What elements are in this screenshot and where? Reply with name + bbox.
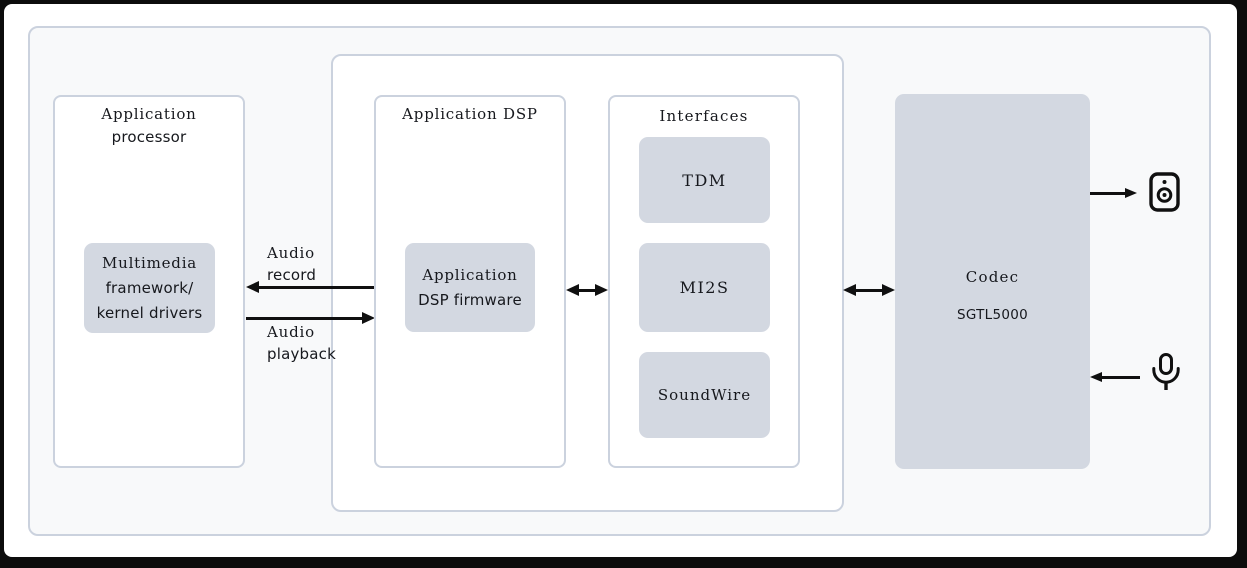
arrowhead-left (566, 283, 579, 296)
label-line: Audio (267, 323, 315, 341)
arrowhead-right (595, 283, 608, 296)
arrow-line (1101, 375, 1140, 379)
audio-playback-label: Audio playback (267, 321, 336, 365)
arrowhead-left (1090, 371, 1102, 382)
label-line: playback (267, 345, 337, 363)
arrowhead-right (362, 311, 375, 324)
speaker-icon (1149, 172, 1180, 212)
interface-label: SoundWire (657, 386, 752, 404)
title-line: Application (101, 105, 197, 123)
block-line: framework/ (105, 278, 194, 297)
arrowhead-left (246, 281, 259, 293)
arrowhead-right (1125, 187, 1137, 198)
microphone-icon (1152, 353, 1180, 390)
block-line: Application (422, 265, 518, 284)
codec-part-number: SGTL5000 (956, 307, 1029, 323)
arrow-line (246, 316, 363, 320)
interface-block-soundwire: SoundWire (639, 352, 770, 438)
audio-record-label: Audio record (267, 242, 316, 286)
dsp-firmware-block: Application DSP firmware (405, 243, 535, 332)
multimedia-framework-block: Multimedia framework/ kernel drivers (84, 243, 215, 333)
interface-label: TDM (682, 170, 727, 190)
block-line: Multimedia (101, 253, 198, 272)
codec-block: Codec SGTL5000 (895, 94, 1090, 469)
block-line: DSP firmware (418, 290, 522, 309)
block-line: kernel drivers (96, 303, 203, 322)
application-processor-title: Application processor (55, 103, 243, 149)
arrow-line (855, 288, 883, 292)
label-line: Audio (267, 244, 315, 262)
arrowhead-right (882, 283, 895, 296)
interface-block-mi2s: MI2S (639, 243, 770, 332)
label-line: record (267, 266, 317, 284)
interface-block-tdm: TDM (639, 137, 770, 223)
arrowhead-left (843, 283, 856, 296)
application-dsp-title: Application DSP (402, 105, 538, 123)
codec-title: Codec (965, 268, 1020, 286)
arrow-line (1090, 191, 1126, 195)
arrow-line (577, 288, 597, 292)
interfaces-title: Interfaces (659, 107, 749, 125)
title-line: processor (111, 128, 187, 146)
arrow-line (258, 286, 375, 289)
interface-label: MI2S (679, 278, 730, 297)
